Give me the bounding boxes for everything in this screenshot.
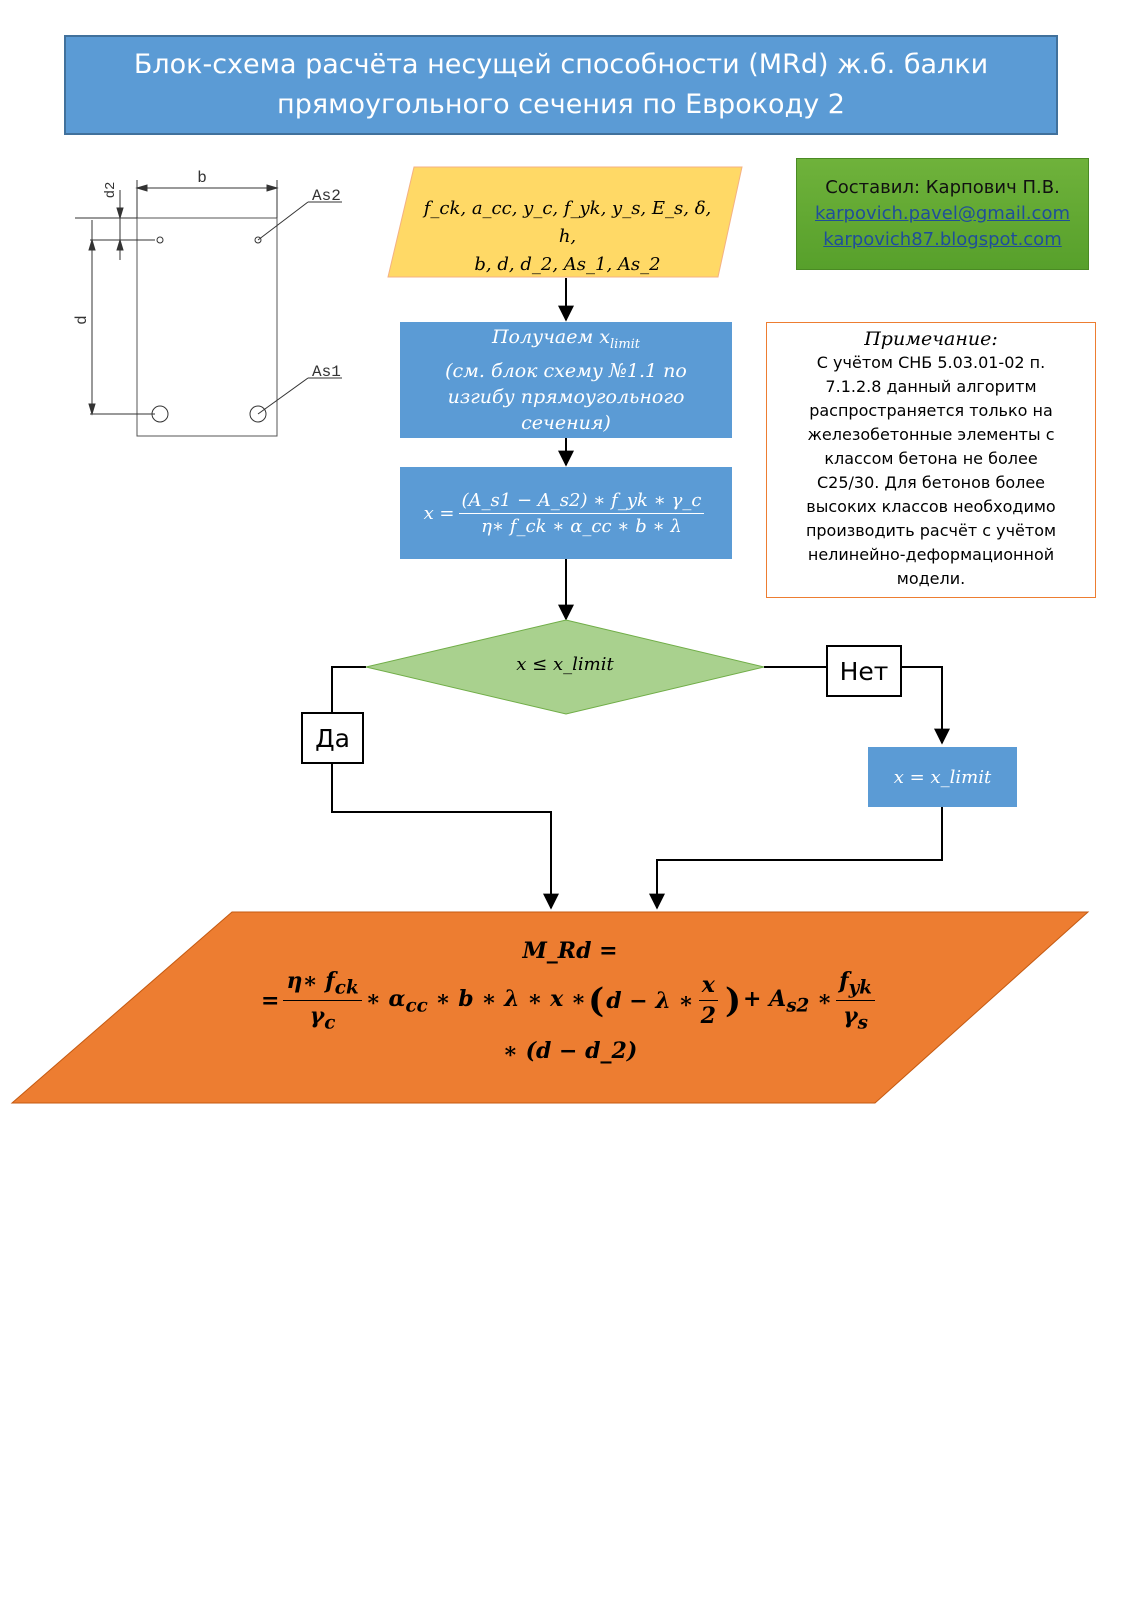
beam-section-sketch: b d2 d As2 As1 [73,169,342,437]
note-line-3: распространяется только на [809,401,1053,420]
step2-denominator: η∗ f_ck ∗ α_cc ∗ b ∗ λ [481,515,682,537]
note-line-8: производить расчёт с учётом [805,521,1057,540]
title-line-2: прямоугольного сечения по Еврокоду 2 [277,89,845,120]
note-line-4: железобетонные элементы с [807,425,1055,444]
step1-line-4: сечения) [521,411,611,434]
author-line: Составил: Карпович П.В. [825,177,1060,198]
step-get-xlimit: Получаем xlimit (см. блок схему №1.1 по … [400,322,732,438]
result-line-1: M_Rd = [522,938,618,964]
step2-numerator: (A_s1 − A_s2) ∗ f_yk ∗ γ_c [458,490,705,514]
note-line-5: классом бетона не более [824,449,1038,468]
note-line-1: С учётом СНБ 5.03.01-02 п. [816,353,1046,372]
step-compute-x: x = (A_s1 − A_s2) ∗ f_yk ∗ γ_c η∗ f_ck ∗… [400,467,732,559]
input-line-2: b, d, d_2, As_1, As_2 [474,254,661,275]
input-parallelogram [387,166,743,278]
step-set-x-limit: x = x_limit [868,747,1017,807]
note-line-7: высоких классов необходимо [806,497,1056,516]
decision-condition: x ≤ x_limit [516,654,614,675]
no-label: Нет [826,645,902,697]
result-parallelogram [10,911,1090,1104]
step1-line-1: Получаем x [491,326,610,349]
title-line-1: Блок-схема расчёта несущей способности (… [133,49,989,80]
author-blog-link[interactable]: karpovich87.blogspot.com [823,229,1062,250]
author-box: Составил: Карпович П.В. karpovich.pavel@… [796,158,1089,270]
decision-diamond [365,619,765,715]
dim-d-label: d [73,315,91,325]
note-box: Примечание: С учётом СНБ 5.03.01-02 п. 7… [766,322,1096,598]
author-email-link[interactable]: karpovich.pavel@gmail.com [815,203,1070,224]
input-line-1: f_ck, a_cc, y_c, f_yk, y_s, E_s, δ, h, [423,198,712,247]
note-title: Примечание: [864,328,998,350]
as1-label: As1 [312,363,341,381]
note-line-10: модели. [896,569,966,588]
page-title: Блок-схема расчёта несущей способности (… [64,35,1058,135]
result-line-3: ∗ (d − d_2) [502,1037,638,1064]
input-parameters: f_ck, a_cc, y_c, f_yk, y_s, E_s, δ, h, b… [420,195,715,279]
dim-b-label: b [197,169,207,187]
note-line-2: 7.1.2.8 данный алгоритм [825,377,1037,396]
step2-fraction: (A_s1 − A_s2) ∗ f_yk ∗ γ_c η∗ f_ck ∗ α_c… [458,490,705,537]
step1-sub: limit [610,336,641,352]
as2-label: As2 [312,187,341,205]
dim-d2-label: d2 [103,182,119,199]
note-line-6: С25/30. Для бетонов более [816,473,1046,492]
yes-label: Да [301,712,364,764]
note-line-9: нелинейно-деформационной [807,545,1055,564]
step1-line-2: (см. блок схему №1.1 по [445,359,687,382]
step1-line-3: изгибу прямоугольного [447,385,685,408]
step2-lhs: x = [423,502,455,524]
